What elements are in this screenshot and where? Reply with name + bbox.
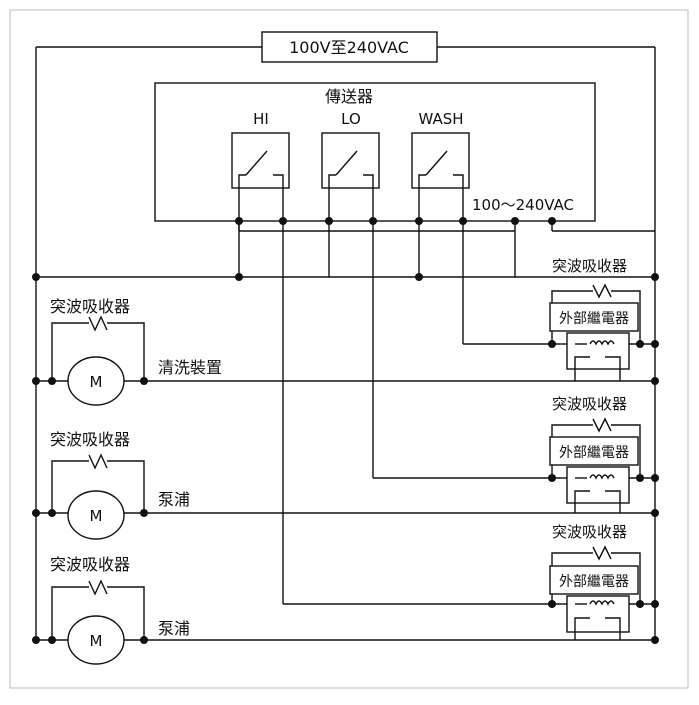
relay-3: 突波吸收器 外部繼電器 [549,523,655,640]
switch-lo: LO [321,110,380,189]
load-1-name: 清洗裝置 [158,358,222,377]
load-2-name: 泵浦 [158,490,190,509]
load-3-name: 泵浦 [158,619,190,638]
load-circuit-1: 突波吸收器 M 清洗裝置 [36,297,655,406]
control-lines [283,343,560,605]
motor-3-label: M [90,632,103,650]
motor-2 [67,490,125,540]
motor-2-label: M [90,507,103,525]
load-2-surge-label: 突波吸收器 [50,430,130,449]
relay-3-label: 外部繼電器 [559,574,629,590]
transmitter-voltage: 100～240VAC [472,196,574,214]
switch-hi: HI [231,110,290,189]
load-circuit-3: 突波吸收器 M 泵浦 [36,555,655,665]
relay-1: 突波吸收器 外部繼電器 [549,257,655,381]
relay-3-surge-label: 突波吸收器 [552,523,627,541]
switch-hi-label: HI [253,110,269,128]
relay-2-surge-label: 突波吸收器 [552,395,627,413]
relay-2-box [549,436,639,466]
switch-wash-label: WASH [418,110,463,128]
load-1-surge-label: 突波吸收器 [50,297,130,316]
relay-2-label: 外部繼電器 [559,445,629,461]
load-circuit-2: 突波吸收器 M 泵浦 [36,430,655,540]
switch-lo-label: LO [341,110,361,128]
supply-label-box [261,31,438,63]
relay-1-label: 外部繼電器 [559,311,629,327]
relay-2: 突波吸收器 外部繼電器 [549,395,655,513]
switch-wash: WASH [411,110,470,189]
terminal-wiring [238,188,655,604]
supply-label: 100V至240VAC [289,38,409,57]
outer-frame [9,9,689,689]
transmitter-title: 傳送器 [325,87,373,106]
motor-1-label: M [90,373,103,391]
load-3-surge-label: 突波吸收器 [50,555,130,574]
junction-dots [32,217,659,644]
relay-3-box [549,565,639,595]
supply-wiring [35,46,656,642]
relay-1-box [549,302,639,332]
relay-1-surge-label: 突波吸收器 [552,257,627,275]
